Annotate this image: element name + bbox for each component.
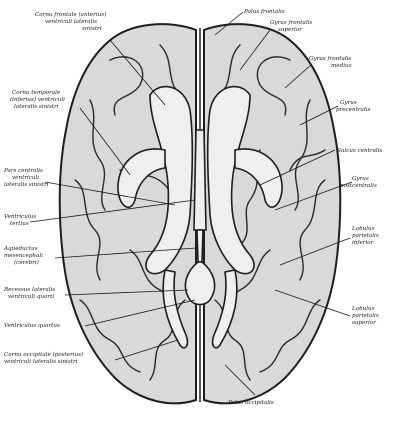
label-gyrus-postcentralis: Gyrus postcentralis	[340, 176, 377, 189]
label-ventriculus-quartus: Ventriculus quartus	[4, 323, 60, 329]
label-pars-centralis: Pars centralis ventriculi lateralis sini…	[3, 168, 49, 188]
label-aqueductus: Aqueductus mesencephali (cerebri)	[3, 246, 45, 266]
ventricular-system	[117, 85, 283, 349]
right-temporal-horn	[234, 148, 283, 208]
right-occipital-horn	[211, 269, 238, 349]
label-polus-occipitalis: Polus occipitalis	[227, 400, 274, 406]
label-lobulus-parietalis-inferior: Lobulus parietalis inferior	[351, 226, 381, 246]
fourth-ventricle	[184, 261, 216, 306]
left-labels: Cornu frontale (anterius) ventriculi lat…	[3, 11, 108, 365]
label-recessus-lateralis: Recessus lateralis ventriculi quarti	[3, 287, 57, 300]
right-labels: Polus frontalis Gyrus frontalis superior…	[227, 9, 382, 406]
label-gyrus-frontalis-medius: Gyrus frontalis medius	[309, 56, 353, 69]
label-sulcus-centralis: Sulcus centralis	[337, 148, 382, 154]
label-gyrus-precentralis: Gyrus precentralis	[336, 100, 370, 113]
label-gyrus-frontalis-superior: Gyrus frontalis superior	[270, 20, 314, 33]
right-leader-lines	[214, 11, 353, 396]
label-cornu-frontale: Cornu frontale (anterius) ventriculi lat…	[35, 11, 108, 32]
left-occipital-horn	[162, 269, 189, 349]
label-polus-frontalis: Polus frontalis	[243, 9, 285, 15]
label-ventriculus-tertius: Ventriculus tertius	[4, 214, 38, 227]
left-temporal-horn	[117, 148, 166, 208]
label-cornu-temporale: Cornu temporale (inferius) ventriculi la…	[10, 90, 67, 110]
left-leader-lines	[29, 39, 197, 361]
label-cornu-occipitale: Cornu occipitale (posterius) ventriculi …	[4, 351, 85, 365]
aqueduct	[196, 229, 204, 263]
third-ventricle	[193, 129, 207, 231]
label-lobulus-parietalis-superior: Lobulus parietalis superior	[351, 306, 381, 326]
